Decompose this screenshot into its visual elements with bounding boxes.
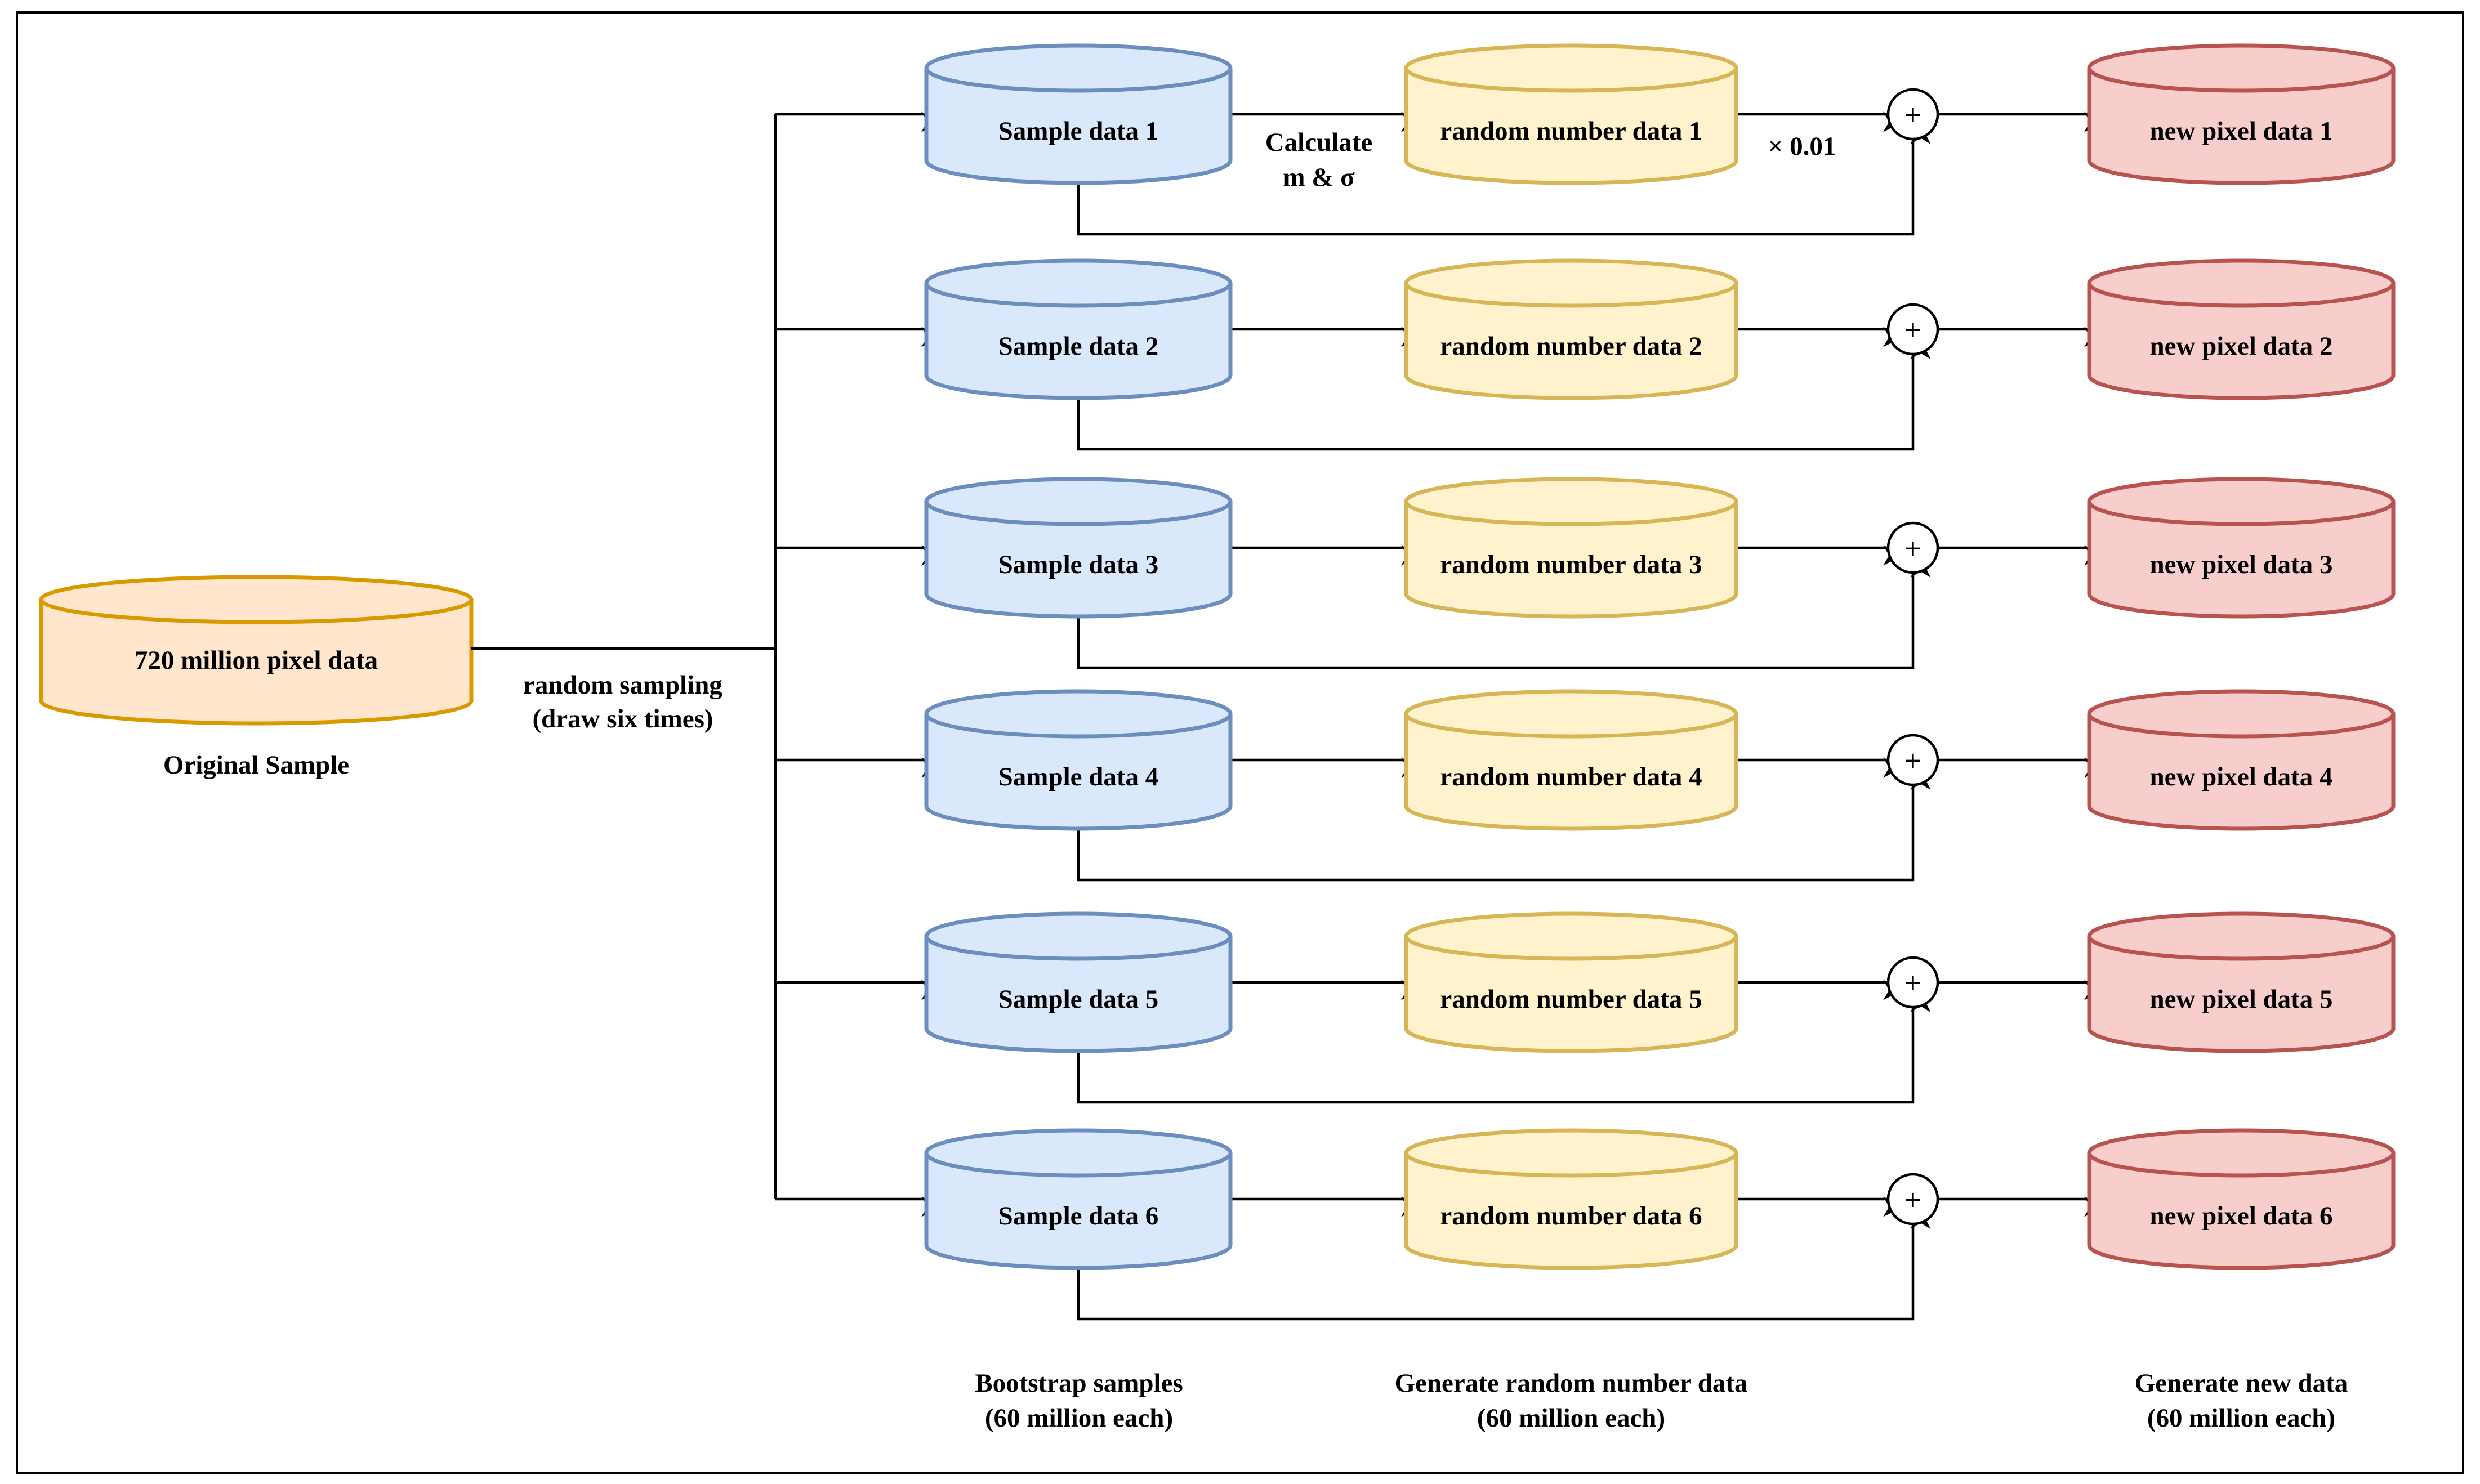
new-pixel-cylinder-body: [2087, 68, 2396, 185]
calculate-sublabel: m & σ: [1283, 163, 1355, 192]
random-cylinder-label: random number data 3: [1440, 550, 1702, 579]
plus-symbol: +: [1903, 102, 1923, 128]
outer-frame: [16, 11, 2464, 1474]
original-cylinder-body: [39, 600, 474, 726]
sample-cylinder-body: [924, 502, 1233, 619]
new-pixel-cylinder-top: [2087, 258, 2396, 308]
random-cylinder-label: random number data 2: [1440, 332, 1702, 361]
random-cylinder-top: [1404, 689, 1738, 739]
new-pixel-cylinder-label: new pixel data 5: [2149, 985, 2332, 1014]
new-pixel-cylinder-label: new pixel data 6: [2149, 1201, 2332, 1231]
random-cylinder-label: random number data 4: [1440, 762, 1702, 792]
random-cylinder-body: [1404, 1153, 1738, 1270]
random-cylinder-top: [1404, 1128, 1738, 1178]
random-cylinder-body: [1404, 68, 1738, 185]
pipeline-row: Sample data 5 random number data 5 new pix…: [775, 911, 2396, 1104]
sample-feedback-arrow: [1077, 1209, 1931, 1321]
generate-random-caption: Generate random number data: [1394, 1369, 1747, 1398]
original-sample-caption: Original Sample: [163, 750, 349, 780]
original-cylinder-top: [39, 575, 474, 624]
sum-node: [1886, 956, 1939, 1009]
plus-symbol: +: [1903, 317, 1923, 343]
new-pixel-cylinder-body: [2087, 936, 2396, 1053]
sample-cylinder-body: [924, 283, 1233, 400]
random-cylinder-body: [1404, 714, 1738, 831]
random-cylinder-body: [1404, 283, 1738, 400]
plus-symbol: +: [1903, 535, 1923, 561]
sample-cylinder-body: [924, 68, 1233, 185]
sample-cylinder-top: [924, 1128, 1233, 1178]
random-sampling-label: random sampling: [523, 671, 722, 700]
calculate-label: Calculate: [1265, 128, 1373, 157]
new-pixel-cylinder-label: new pixel data 1: [2149, 117, 2332, 146]
pipeline-row: Sample data 3 random number data 3 new pix…: [775, 477, 2396, 669]
sample-cylinder-body: [924, 714, 1233, 831]
sum-node: [1886, 521, 1939, 574]
random-cylinder-label: random number data 6: [1440, 1201, 1702, 1231]
new-pixel-cylinder-label: new pixel data 2: [2149, 332, 2332, 361]
sample-cylinder-body: [924, 936, 1233, 1053]
plus-symbol: +: [1903, 748, 1923, 774]
bootstrap-caption: Bootstrap samples: [975, 1369, 1183, 1398]
new-pixel-cylinder-top: [2087, 689, 2396, 739]
bootstrap-subcaption: (60 million each): [985, 1403, 1173, 1433]
sample-cylinder-label: Sample data 2: [998, 332, 1159, 361]
sample-cylinder-body: [924, 1153, 1233, 1270]
random-cylinder-label: random number data 5: [1440, 985, 1702, 1014]
sample-cylinder-label: Sample data 1: [998, 117, 1159, 146]
generate-new-subcaption: (60 million each): [2147, 1403, 2335, 1433]
new-pixel-cylinder-top: [2087, 911, 2396, 961]
sample-cylinder-top: [924, 43, 1233, 93]
sample-cylinder-label: Sample data 3: [998, 550, 1159, 579]
sample-cylinder-top: [924, 477, 1233, 526]
plus-symbol: +: [1903, 1187, 1923, 1213]
sample-feedback-arrow: [1077, 557, 1931, 669]
sample-feedback-arrow: [1077, 339, 1931, 451]
random-cylinder-top: [1404, 477, 1738, 526]
sum-node: [1886, 88, 1939, 141]
plus-symbol: +: [1903, 970, 1923, 996]
sample-feedback-arrow: [1077, 770, 1931, 882]
sum-node: [1886, 1173, 1939, 1226]
pipeline-row: Sample data 4 random number data 4 new pix…: [775, 689, 2396, 882]
random-cylinder-body: [1404, 936, 1738, 1053]
sample-cylinder-label: Sample data 6: [998, 1201, 1159, 1231]
pipeline-row: Sample data 2 random number data 2 new pix…: [775, 258, 2396, 451]
sample-cylinder-top: [924, 689, 1233, 739]
new-pixel-cylinder-top: [2087, 1128, 2396, 1178]
sample-cylinder-top: [924, 258, 1233, 308]
random-cylinder-top: [1404, 258, 1738, 308]
sample-cylinder-label: Sample data 5: [998, 985, 1159, 1014]
sample-cylinder-top: [924, 911, 1233, 961]
generate-new-caption: Generate new data: [2135, 1369, 2348, 1398]
new-pixel-cylinder-label: new pixel data 4: [2149, 762, 2332, 792]
pipeline-row: Sample data 6 random number data 6 new pix…: [775, 1128, 2396, 1321]
sample-cylinder-label: Sample data 4: [998, 762, 1159, 792]
original-sample-cylinder: 720 million pixel data: [39, 575, 474, 726]
generate-random-subcaption: (60 million each): [1477, 1403, 1665, 1433]
new-pixel-cylinder-body: [2087, 502, 2396, 619]
pipeline-rows: Sample data 1 random number data 1 new pix…: [775, 43, 2396, 1321]
random-sampling-sublabel: (draw six times): [532, 704, 713, 734]
random-cylinder-label: random number data 1: [1440, 117, 1702, 146]
new-pixel-cylinder-label: new pixel data 3: [2149, 550, 2332, 579]
scale-factor-label: × 0.01: [1768, 132, 1836, 161]
sample-feedback-arrow: [1077, 124, 1931, 236]
sample-feedback-arrow: [1077, 992, 1931, 1104]
new-pixel-cylinder-top: [2087, 43, 2396, 93]
random-cylinder-top: [1404, 43, 1738, 93]
pipeline-row: Sample data 1 random number data 1 new pix…: [775, 43, 2396, 236]
sum-node: [1886, 734, 1939, 786]
new-pixel-cylinder-body: [2087, 283, 2396, 400]
new-pixel-cylinder-top: [2087, 477, 2396, 526]
sum-node: [1886, 303, 1939, 356]
new-pixel-cylinder-body: [2087, 1153, 2396, 1270]
random-cylinder-top: [1404, 911, 1738, 961]
new-pixel-cylinder-body: [2087, 714, 2396, 831]
original-sample-label: 720 million pixel data: [135, 646, 378, 675]
random-cylinder-body: [1404, 502, 1738, 619]
